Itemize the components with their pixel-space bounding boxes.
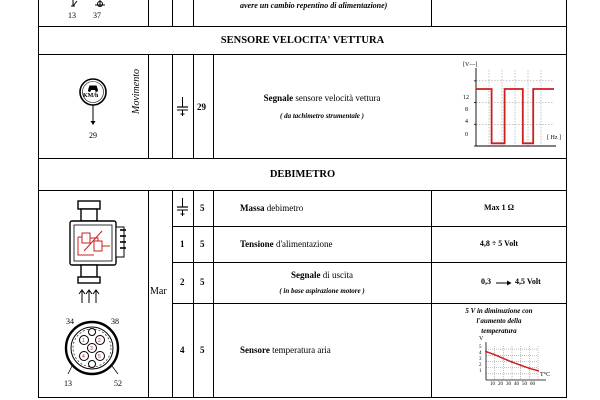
speed-chart-y-unit: [V—]: [463, 62, 478, 68]
top-pin-label-37: 37: [93, 11, 101, 20]
temp-chart-y-tick: 2: [479, 363, 482, 368]
debimetro-row-3-bold: Segnale: [290, 270, 321, 280]
connector-pin-label: 13: [64, 379, 72, 388]
debimetro-row-2-description: Tensione d'alimentazione: [240, 239, 333, 249]
temp-chart-plot: [485, 342, 546, 381]
temp-note-line: l'aumento della: [476, 317, 522, 325]
speed-sensor-signal-text: sensore velocità vettura: [293, 93, 381, 103]
connector-pinout-icon: 1 2 3 4 5: [64, 320, 120, 376]
debimetro-row-3-description: Segnale di uscita: [214, 270, 430, 280]
debimetro-row-1-description: Massa debimetro: [240, 203, 303, 213]
debimetro-row-1-bold: Massa: [240, 203, 265, 213]
temp-chart-point: [528, 367, 531, 370]
connector-pin-label: 34: [66, 317, 74, 326]
svg-text:3: 3: [90, 346, 93, 352]
top-pin-leads: [71, 0, 105, 7]
temp-chart-x-tick: 40: [514, 382, 519, 387]
speedometer-icon-label: KM/h: [83, 93, 99, 99]
speed-signal-chart: [V—] [ Hz ] 12 8 4 0: [462, 62, 566, 154]
speed-sensor-signal: Segnale sensore velocità vettura: [214, 93, 430, 103]
debimetro-row-2-bold: Tensione: [240, 239, 274, 249]
temp-chart-y-tick: 4: [479, 351, 482, 356]
speed-sensor-pin-number: 29: [197, 102, 206, 112]
debimetro-row-1-text: debimetro: [264, 203, 304, 213]
temp-chart-y-tick: 1: [479, 369, 482, 374]
temp-note-line: temperatura: [481, 327, 517, 335]
debimetro-row-2-text: d'alimentazione: [273, 239, 333, 249]
speed-chart-y-tick: 12: [463, 95, 469, 101]
temp-chart-y-tick: 5: [479, 345, 482, 350]
ground-icon: [177, 198, 188, 216]
debimetro-row-4-pin-a: 4: [180, 345, 185, 355]
top-row-note: avere un cambio repentino di alimentazio…: [240, 1, 388, 10]
debimetro-row-3-note: ( in base aspirazione motore ): [279, 287, 365, 295]
temp-chart-point: [519, 364, 522, 367]
debimetro-row-3-pin-b: 5: [200, 277, 205, 287]
speedometer-icon: [79, 78, 107, 125]
temp-chart-x-tick: 50: [522, 382, 527, 387]
top-pin-label-13: 13: [68, 11, 76, 20]
debimetro-row-4-pin-b: 5: [200, 345, 205, 355]
svg-text:4: 4: [82, 354, 85, 360]
connector-pin-label: 52: [114, 379, 122, 388]
debimetro-row-2-value: 4,8 ÷ 5 Volt: [479, 239, 519, 248]
svg-text:2: 2: [98, 338, 101, 344]
group-label-movimento: Movimento: [131, 69, 142, 114]
temp-signal-chart: V T°C 5 4 3 2 1 10 20 30 40 50 60: [470, 336, 566, 396]
temp-chart-point: [511, 361, 513, 364]
temp-chart-point: [493, 353, 496, 356]
temp-chart-point: [537, 369, 539, 372]
svg-text:5: 5: [98, 354, 101, 360]
ground-icon: [177, 97, 188, 116]
debimetro-row-3-text: di uscita: [320, 270, 353, 280]
speed-sensor-signal-bold: Segnale: [263, 93, 294, 103]
temp-chart-x-tick: 20: [498, 382, 503, 387]
speed-chart-plot: [474, 68, 556, 147]
debimetro-row-3-value-right: 4,5 Volt: [515, 277, 541, 286]
temp-note-line: 5 V in diminuzione con: [465, 307, 533, 315]
temp-chart-y-unit: V: [479, 336, 484, 342]
debimetro-row-3-pin-a: 2: [180, 277, 185, 287]
temp-chart-x-tick: 10: [490, 382, 495, 387]
temp-chart-x-unit: T°C: [540, 372, 551, 378]
section-title-speed-sensor: SENSORE VELOCITA' VETTURA: [220, 35, 385, 46]
temp-chart-point: [485, 350, 487, 353]
debimetro-row-2-pin-a: 1: [180, 239, 185, 249]
speed-chart-y-tick: 8: [465, 107, 468, 113]
temp-chart-x-tick: 30: [506, 382, 511, 387]
debimetro-row-1-pin-b: 5: [200, 203, 205, 213]
speed-sensor-signal-note: ( da tachimetro strumentale ): [280, 112, 364, 120]
group-label-mar: Mar: [150, 286, 167, 297]
debimetro-row-4-description: Sensore temperatura aria: [240, 345, 331, 355]
section-title-debimetro: DEBIMETRO: [269, 169, 336, 180]
connector-pin-label: 38: [111, 317, 119, 326]
speed-chart-y-tick: 4: [465, 119, 468, 125]
air-flow-meter-icon: [69, 200, 126, 303]
svg-text:1: 1: [82, 338, 85, 344]
debimetro-row-3-value-left: 0,3: [481, 277, 491, 286]
arrow-right-icon: [496, 280, 512, 286]
debimetro-row-1-value: Max 1 Ω: [484, 203, 514, 212]
debimetro-row-2-pin-b: 5: [200, 239, 205, 249]
speed-chart-series-line: [476, 88, 554, 145]
debimetro-row-4-text: temperatura aria: [269, 345, 331, 355]
speed-chart-y-tick: 0: [465, 132, 468, 138]
speed-sensor-pin-label: 29: [89, 131, 97, 140]
temp-chart-x-tick: 60: [530, 382, 535, 387]
temp-chart-y-tick: 3: [479, 357, 482, 362]
speed-chart-x-unit: [ Hz ]: [547, 135, 561, 141]
temp-chart-point: [502, 357, 505, 360]
debimetro-row-4-bold: Sensore: [240, 345, 270, 355]
